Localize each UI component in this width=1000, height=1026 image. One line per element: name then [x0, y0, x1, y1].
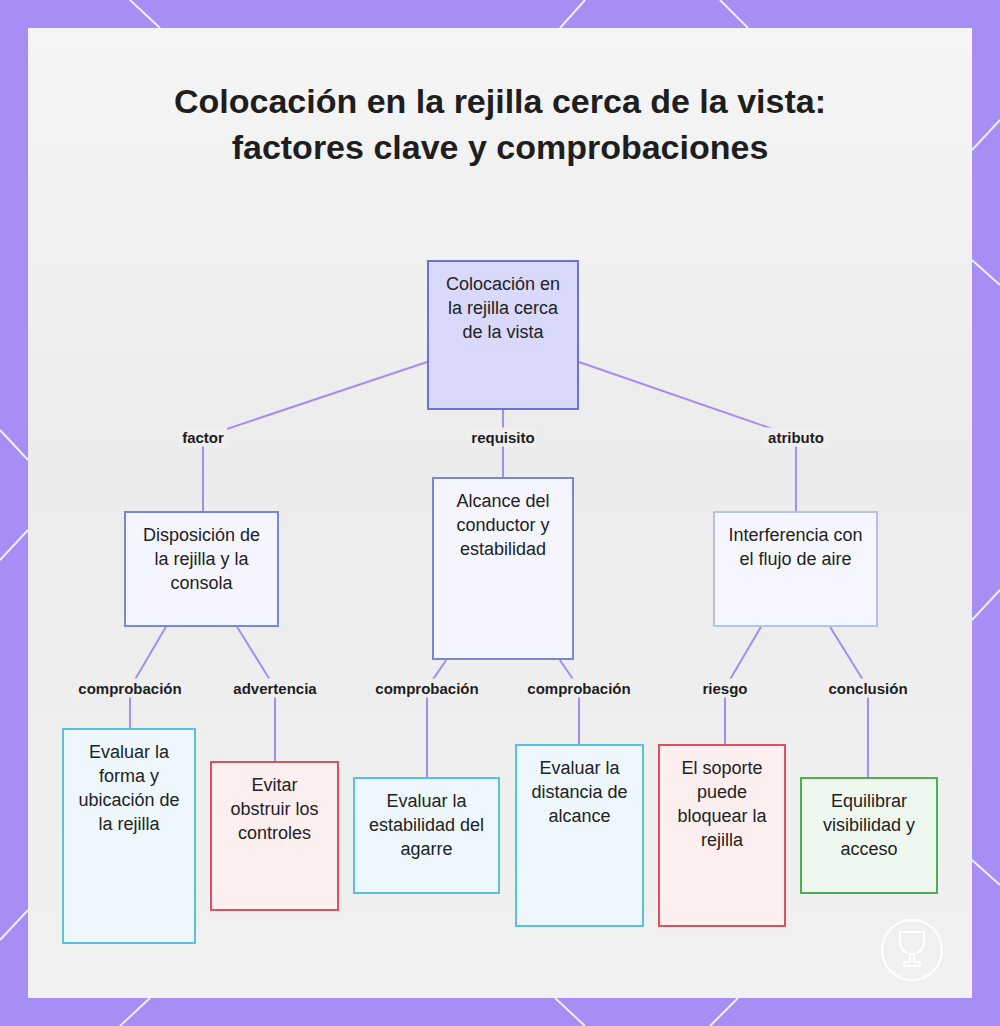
node-text: Disposición de la rejilla y la consola: [136, 523, 267, 595]
edge-label: riesgo: [699, 679, 750, 698]
edge-label: requisito: [468, 428, 537, 447]
connector-line: [830, 627, 868, 777]
connector-line: [130, 627, 166, 728]
edge-label: comprobación: [524, 679, 633, 698]
node-text: Alcance del conductor y estabilidad: [444, 489, 562, 561]
edge-label: comprobación: [372, 679, 481, 698]
factor-box: Disposición de la rejilla y la consola: [124, 511, 279, 627]
root-box: Colocación en la rejilla cerca de la vis…: [427, 260, 579, 410]
connector-line: [560, 660, 579, 744]
connector-line: [203, 362, 427, 511]
node-text: Evaluar la forma y ubicación de la rejil…: [74, 740, 184, 836]
node-text: Evaluar la distancia de alcance: [527, 756, 632, 828]
node-text: Evitar obstruir los controles: [222, 773, 327, 845]
risk-box: El soporte puede bloquear la rejilla: [658, 744, 786, 927]
node-text: El soporte puede bloquear la rejilla: [670, 756, 774, 852]
edge-label: advertencia: [230, 679, 319, 698]
warning-box: Evitar obstruir los controles: [210, 761, 339, 911]
check-box: Evaluar la distancia de alcance: [515, 744, 644, 927]
edge-label: atributo: [765, 428, 827, 447]
node-text: Evaluar la estabilidad del agarre: [365, 789, 488, 861]
connector-line: [579, 362, 796, 511]
edge-label: comprobación: [75, 679, 184, 698]
node-text: Interferencia con el flujo de aire: [725, 523, 866, 571]
requirement-box: Alcance del conductor y estabilidad: [432, 477, 574, 660]
node-text: Equilibrar visibilidad y acceso: [812, 789, 926, 861]
check-box: Evaluar la forma y ubicación de la rejil…: [62, 728, 196, 944]
node-text: Colocación en la rejilla cerca de la vis…: [439, 272, 567, 344]
conclusion-box: Equilibrar visibilidad y acceso: [800, 777, 938, 894]
edge-label: conclusión: [825, 679, 910, 698]
check-box: Evaluar la estabilidad del agarre: [353, 777, 500, 894]
attribute-box: Interferencia con el flujo de aire: [713, 511, 878, 627]
diagram-title: Colocación en la rejilla cerca de la vis…: [150, 78, 850, 170]
edge-label: factor: [179, 428, 227, 447]
